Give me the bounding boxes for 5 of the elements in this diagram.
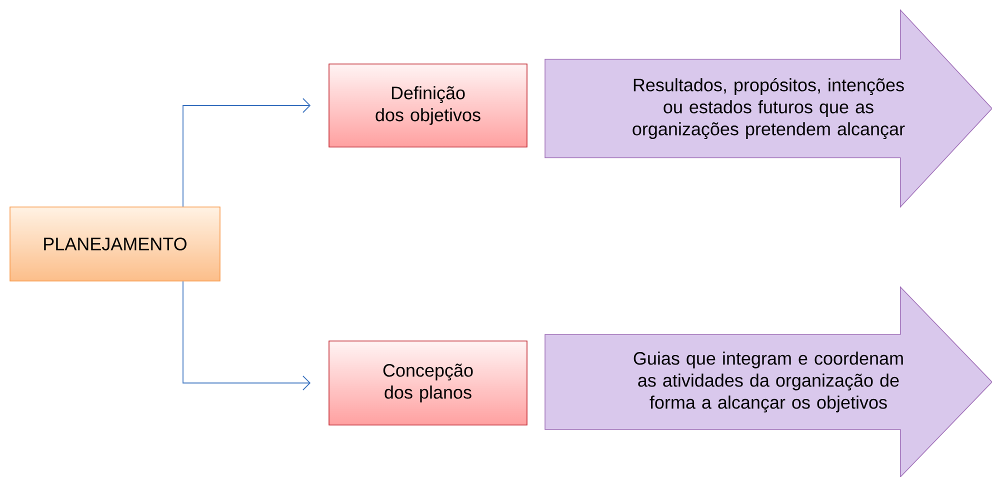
connector-arrow	[182, 280, 311, 390]
planning-box: PLANEJAMENTO	[10, 206, 220, 282]
process-box: Definição dos objetivos	[328, 64, 528, 148]
process-box: Concepção dos planos	[328, 340, 528, 426]
connector-arrow	[182, 98, 311, 208]
